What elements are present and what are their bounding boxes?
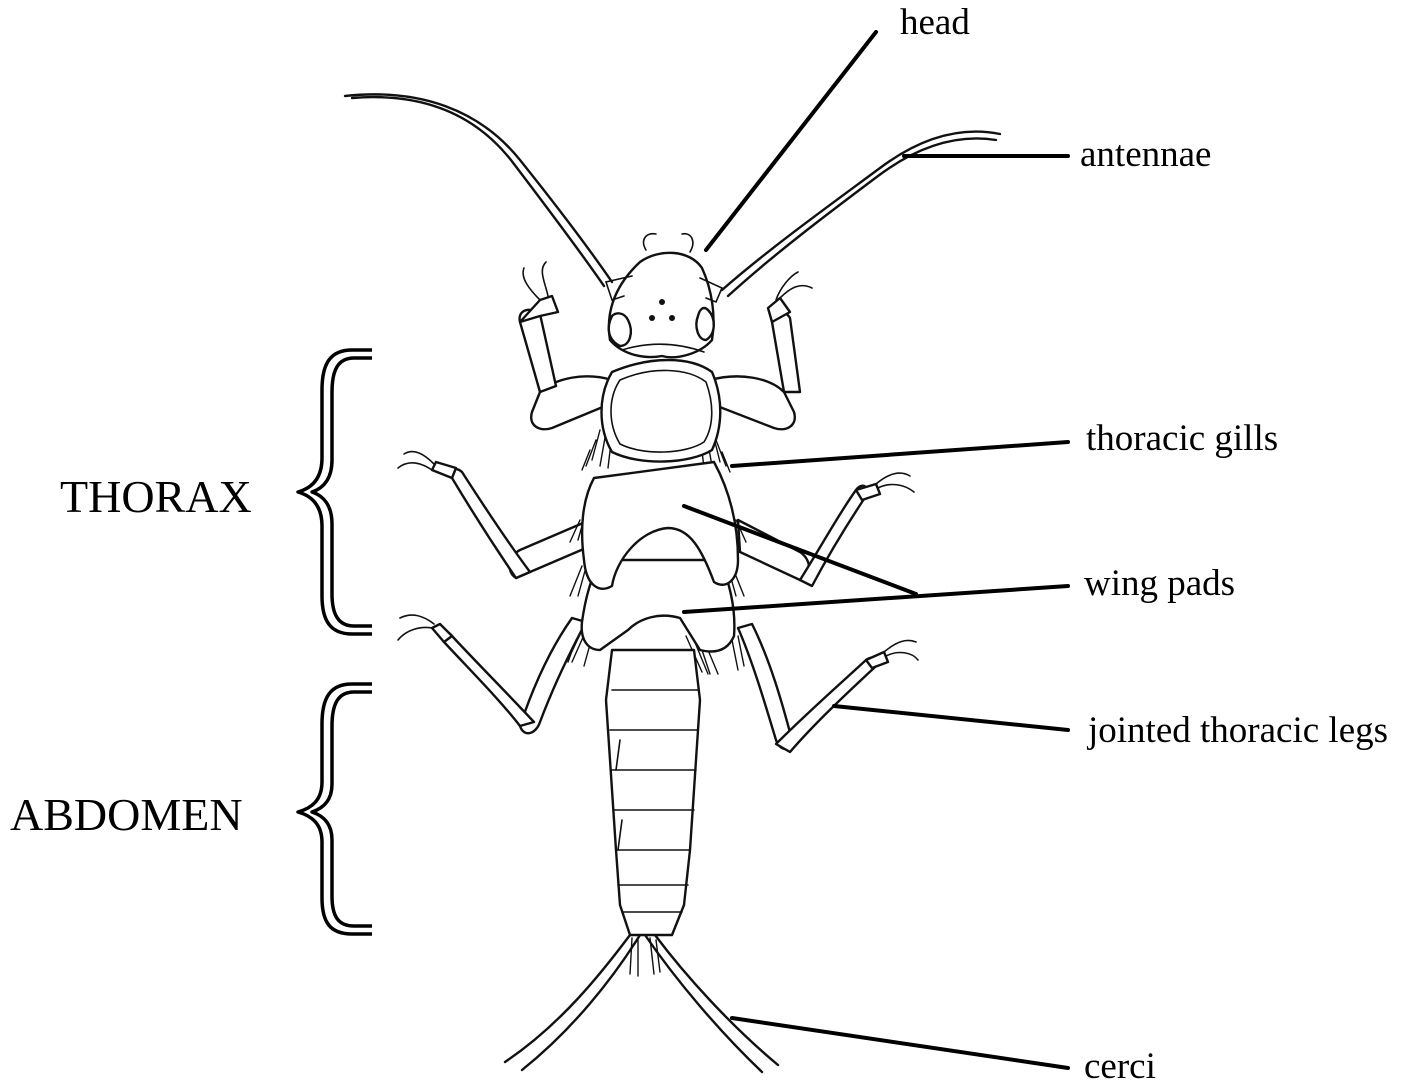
cerci-leader-line	[732, 1018, 1068, 1068]
cerci-drawing	[505, 935, 778, 1072]
abdomen-brace	[298, 684, 372, 934]
label-jointed-thoracic-legs: jointed thoracic legs	[1086, 710, 1388, 751]
head-leader-line	[706, 32, 876, 250]
jointed-legs-leader-line	[834, 706, 1068, 730]
pronotum-drawing	[602, 360, 721, 462]
braces	[298, 350, 372, 934]
label-head: head	[900, 2, 970, 43]
wing-pads-drawing	[582, 462, 738, 651]
label-thorax: THORAX	[60, 471, 252, 522]
head-drawing	[606, 234, 722, 358]
abdomen-drawing	[606, 650, 700, 935]
stonefly-nymph-illustration	[345, 94, 1000, 1072]
label-abdomen: ABDOMEN	[10, 789, 243, 840]
label-wing-pads: wing pads	[1084, 563, 1235, 604]
label-cerci: cerci	[1084, 1046, 1156, 1084]
thoracic-gills-leader-line	[732, 442, 1068, 466]
thorax-brace	[298, 350, 372, 634]
label-thoracic-gills: thoracic gills	[1086, 418, 1278, 459]
label-antennae: antennae	[1080, 134, 1211, 175]
